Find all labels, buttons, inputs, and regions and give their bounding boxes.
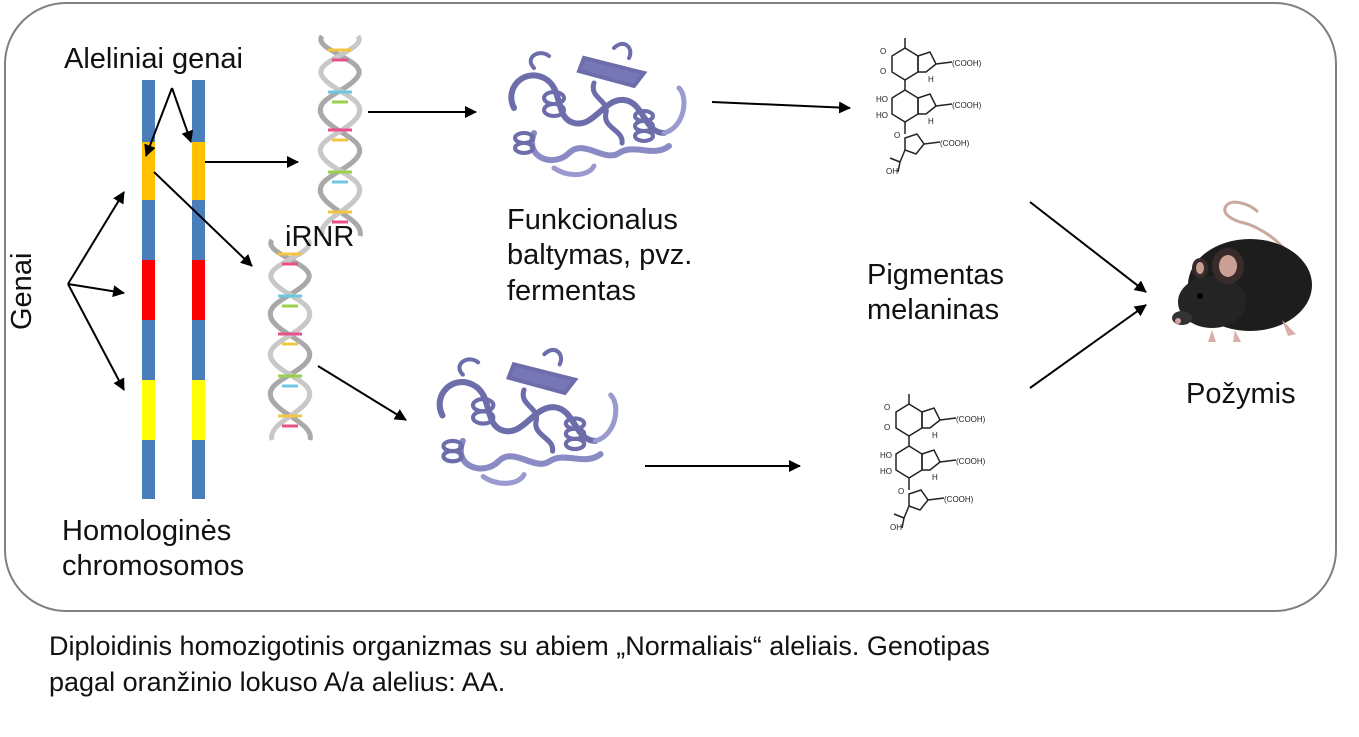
- svg-text:(COOH): (COOH): [940, 139, 970, 148]
- figure-caption: Diploidinis homozigotinis organizmas su …: [49, 628, 1309, 701]
- diagram-frame: [4, 2, 1337, 612]
- protein-label-line3: fermentas: [507, 274, 636, 307]
- svg-text:(COOH): (COOH): [952, 101, 982, 110]
- mrna-label: iRNR: [285, 221, 355, 253]
- trait-label: Požymis: [1186, 378, 1296, 410]
- allele-arrows: [144, 87, 194, 157]
- melanin-structure-icon-top: (COOH) (COOH) (COOH) HO HO O O O OH H H: [876, 37, 982, 176]
- caption-line1: Diploidinis homozigotinis organizmas su …: [49, 631, 990, 661]
- gene-arrows: [67, 191, 125, 391]
- flow-arrows: [153, 101, 1147, 472]
- black-mouse-icon: [1172, 200, 1312, 342]
- chromosomes-label-line1: Homologinės: [62, 515, 232, 547]
- protein-label-line2: baltymas, pvz.: [507, 239, 693, 272]
- pigment-label: Pigmentas melaninas: [867, 258, 1004, 329]
- svg-text:OH: OH: [886, 167, 898, 176]
- protein-label: Funkcionalus baltymas, pvz. fermentas: [507, 203, 692, 309]
- genes-label: Genai: [6, 252, 38, 330]
- svg-text:O: O: [884, 423, 890, 432]
- chromosomes-label-line2: chromosomos: [62, 550, 245, 583]
- svg-text:(COOH): (COOH): [956, 457, 986, 466]
- svg-text:HO: HO: [876, 111, 888, 120]
- svg-text:(COOH): (COOH): [952, 59, 982, 68]
- svg-text:H: H: [928, 117, 934, 126]
- svg-text:O: O: [898, 487, 904, 496]
- svg-text:HO: HO: [880, 451, 892, 460]
- svg-text:OH: OH: [890, 523, 902, 532]
- pigment-label-line2: melaninas: [867, 294, 1000, 327]
- svg-text:H: H: [932, 473, 938, 482]
- pigment-label-line1: Pigmentas: [867, 259, 1005, 291]
- svg-text:H: H: [932, 431, 938, 440]
- homologous-chromosome-1: [142, 80, 155, 499]
- svg-text:H: H: [928, 75, 934, 84]
- homologous-chromosome-2: [192, 80, 205, 499]
- chromosomes-label: Homologinės chromosomos: [62, 514, 244, 585]
- svg-text:O: O: [880, 47, 886, 56]
- svg-text:O: O: [894, 131, 900, 140]
- protein-ribbon-icon-bottom: [440, 350, 616, 483]
- melanin-structure-icon-bottom: (COOH) (COOH) (COOH) HO HO O O O OH H H: [880, 393, 986, 532]
- caption-line2: pagal oranžinio lokuso A/a alelius: AA.: [49, 667, 506, 698]
- svg-text:(COOH): (COOH): [944, 495, 974, 504]
- svg-text:HO: HO: [876, 95, 888, 104]
- protein-ribbon-icon-top: [511, 44, 684, 175]
- mrna-helix-icon-bottom: [270, 240, 310, 440]
- svg-text:O: O: [884, 403, 890, 412]
- svg-text:O: O: [880, 67, 886, 76]
- protein-label-line1: Funkcionalus: [507, 204, 678, 236]
- svg-text:HO: HO: [880, 467, 892, 476]
- mrna-helix-icon-top: [320, 36, 360, 236]
- svg-text:(COOH): (COOH): [956, 415, 986, 424]
- alleles-label: Aleliniai genai: [64, 43, 243, 75]
